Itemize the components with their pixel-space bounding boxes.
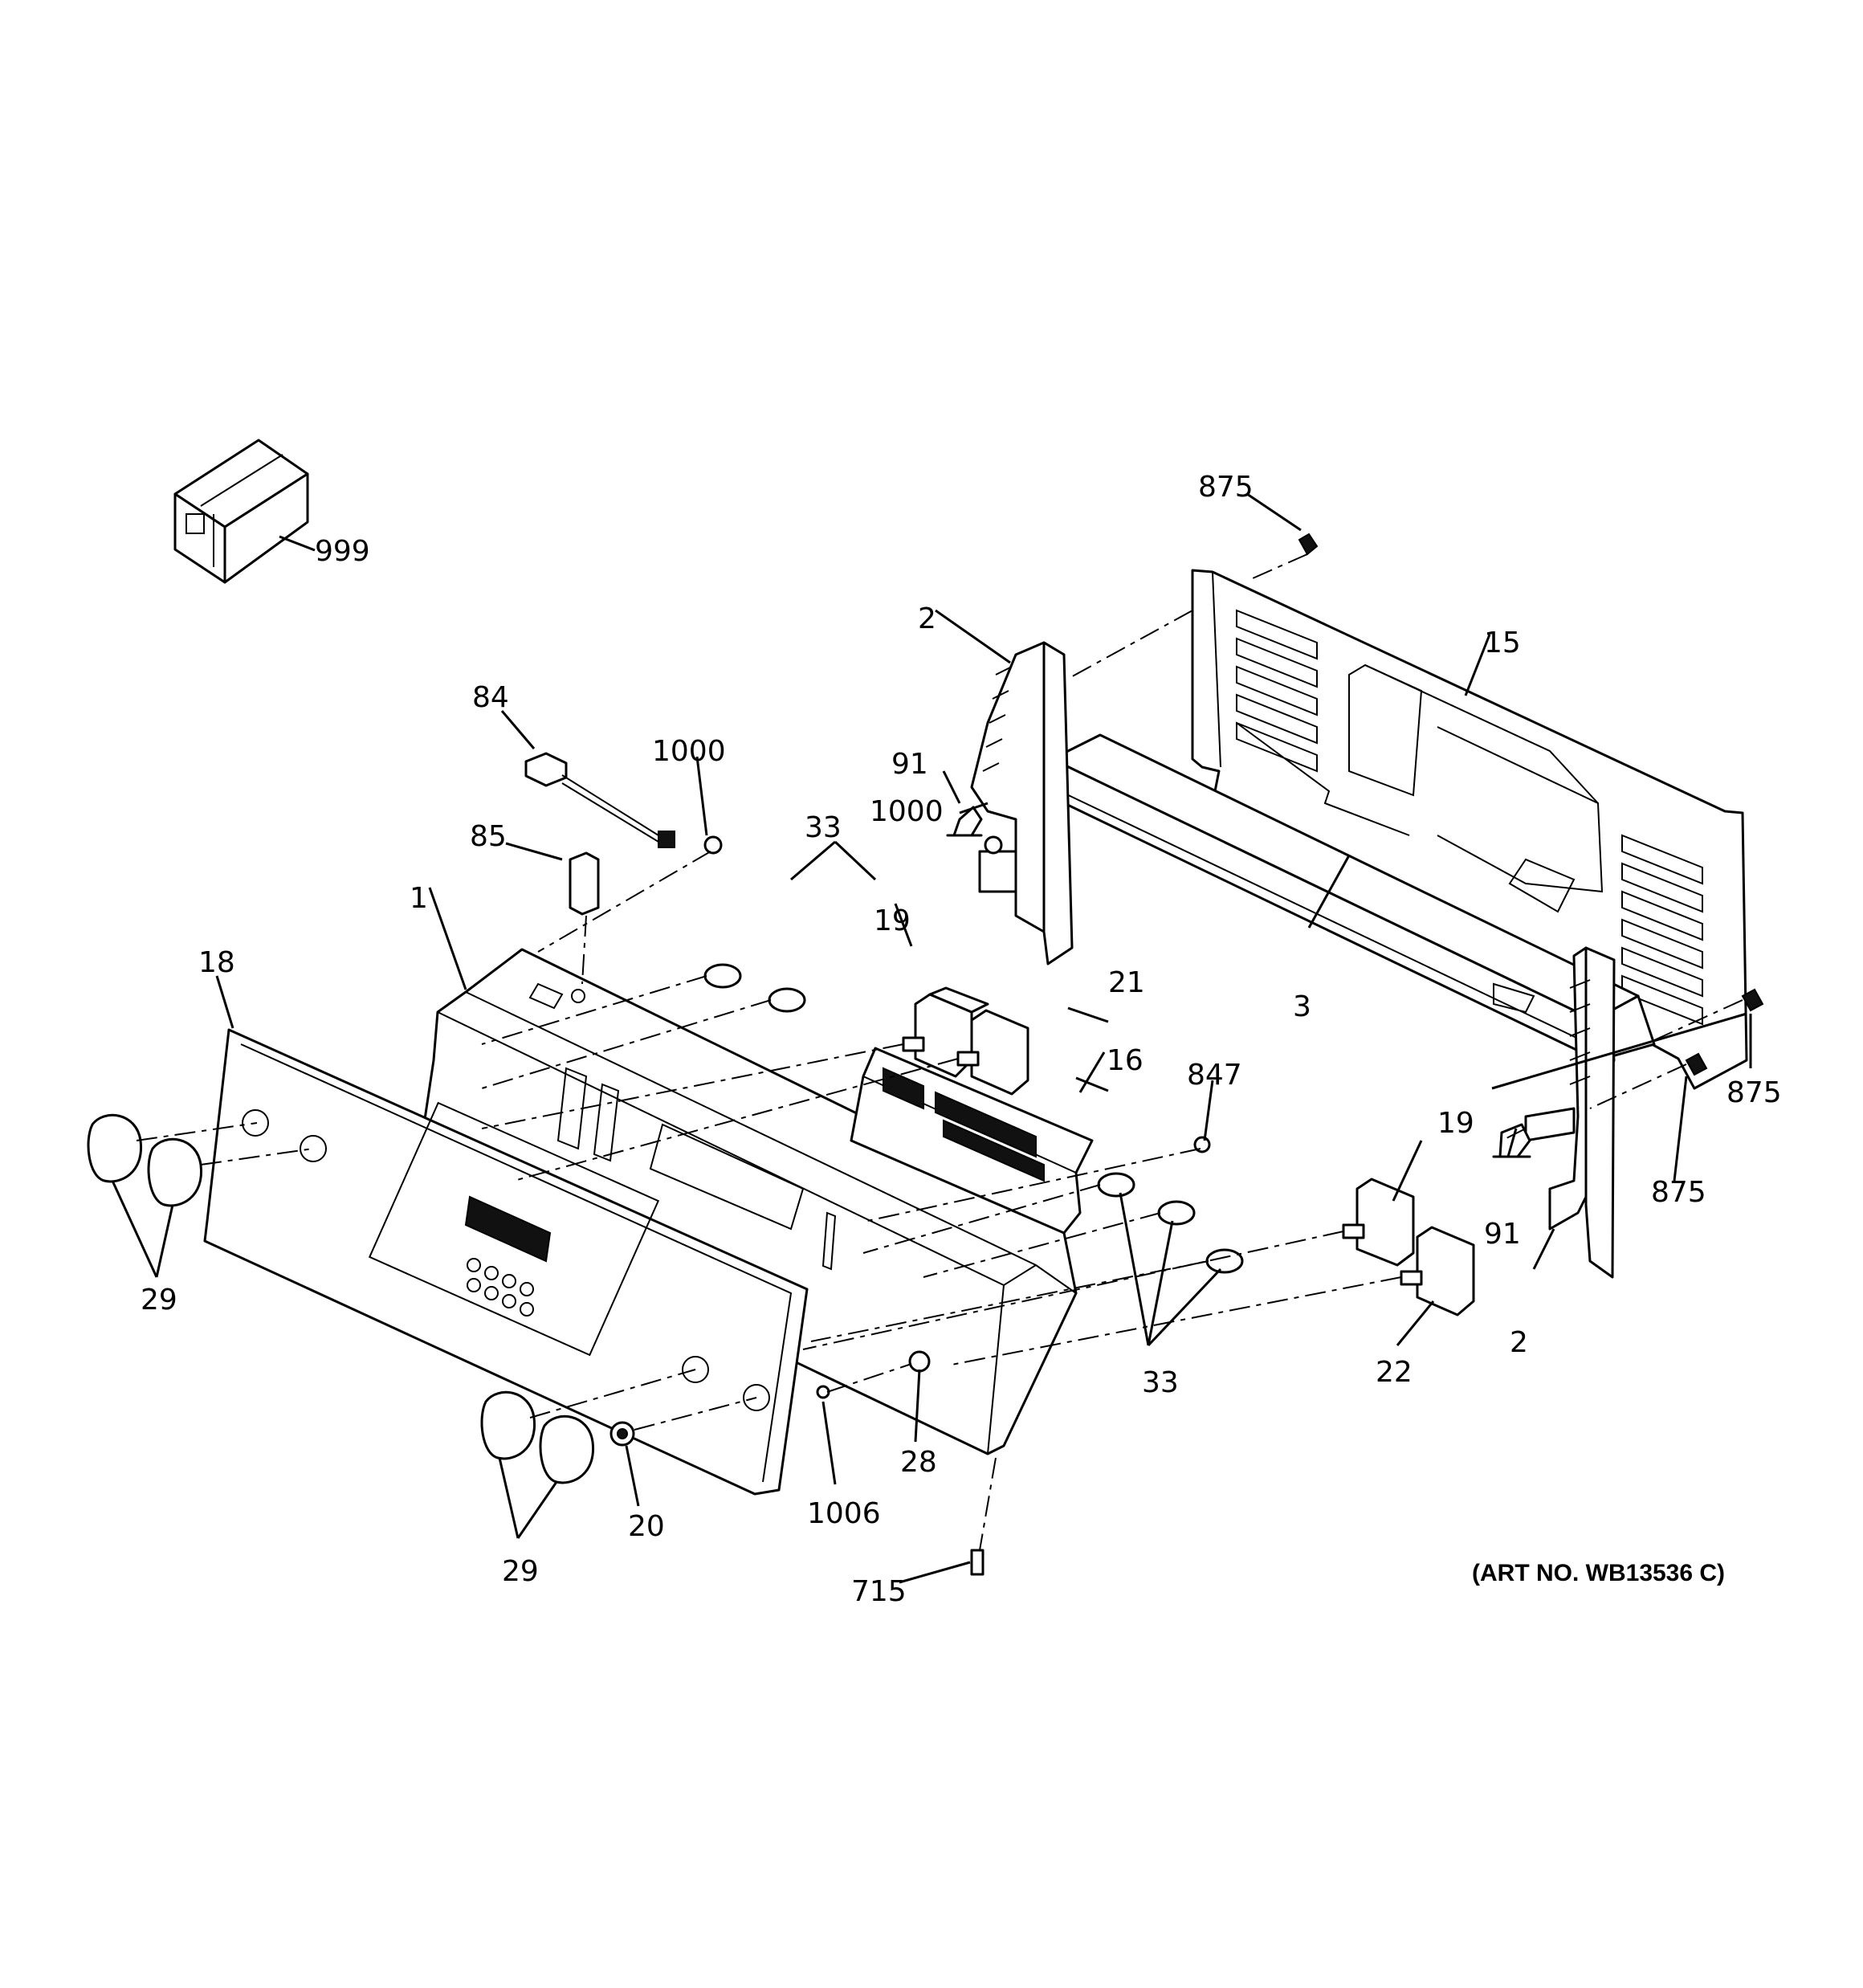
knob-set-bottom <box>480 1390 594 1484</box>
callout-847: 847 <box>1187 1059 1242 1092</box>
callout-91-lower: 91 <box>1484 1218 1521 1251</box>
callout-2-upper: 2 <box>918 602 936 635</box>
callout-1: 1 <box>410 882 428 915</box>
callout-715: 715 <box>851 1575 907 1608</box>
right-end-bracket-part <box>1524 946 1616 1279</box>
console-backguard-part <box>420 948 1078 1455</box>
callout-1000-upper: 1000 <box>652 735 726 768</box>
control-panel-overlay-part <box>203 1028 809 1496</box>
callout-875-right-upper: 875 <box>1726 1076 1782 1109</box>
clip-part-right <box>1492 1123 1531 1158</box>
indicator-light-part <box>569 851 600 916</box>
art-number-label: (ART NO. WB13536 C) <box>1472 1560 1725 1586</box>
callout-19-lower: 19 <box>1437 1107 1474 1140</box>
left-end-bracket-part <box>970 641 1074 965</box>
callout-21: 21 <box>1108 966 1145 999</box>
knob-set-left <box>87 1113 202 1207</box>
callout-19-upper: 19 <box>874 904 911 937</box>
callout-999: 999 <box>315 535 370 568</box>
screw-hardware-set <box>609 533 1764 1576</box>
callout-85: 85 <box>470 820 507 853</box>
switch-part-22 <box>1400 1226 1475 1316</box>
callout-84: 84 <box>472 681 509 714</box>
callout-875-top: 875 <box>1198 471 1254 504</box>
callout-18: 18 <box>198 946 235 979</box>
callout-16: 16 <box>1107 1044 1143 1077</box>
carton-box-part <box>173 439 309 584</box>
callout-labels: 999 875 875 875 2 2 15 84 1000 1000 91 9… <box>141 471 1782 1608</box>
callout-1006: 1006 <box>807 1497 881 1530</box>
callout-1000-middle: 1000 <box>870 795 944 828</box>
callout-875-right-lower: 875 <box>1651 1176 1706 1209</box>
assembly-lines <box>136 553 1743 1551</box>
callout-91-upper: 91 <box>891 748 928 781</box>
callout-33-lower: 33 <box>1142 1366 1179 1399</box>
callout-15: 15 <box>1484 627 1521 659</box>
callout-29-bottom: 29 <box>502 1555 539 1588</box>
control-board-part <box>850 1047 1094 1235</box>
callout-3: 3 <box>1293 990 1311 1023</box>
switch-part-21 <box>956 1009 1029 1096</box>
callout-33-upper: 33 <box>805 811 842 844</box>
wire-harness-part <box>524 752 675 848</box>
callout-22: 22 <box>1376 1356 1413 1389</box>
infinite-switch-part-lower <box>1342 1178 1415 1267</box>
callout-29-left: 29 <box>141 1284 177 1316</box>
callout-2-lower: 2 <box>1510 1326 1528 1359</box>
callout-20: 20 <box>628 1510 665 1543</box>
callout-28: 28 <box>900 1446 937 1479</box>
leader-lines <box>111 492 1752 1584</box>
